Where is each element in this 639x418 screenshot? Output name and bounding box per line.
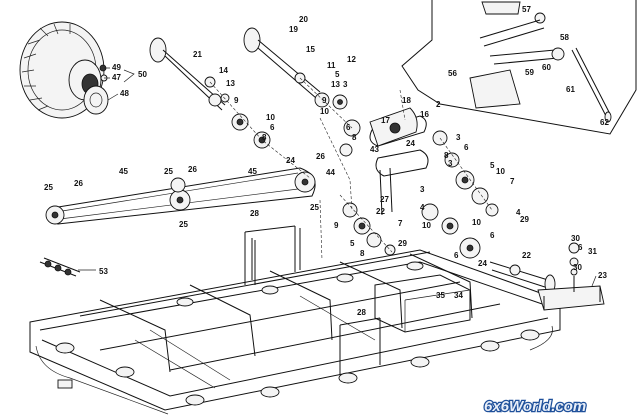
- label-19: 19: [289, 25, 298, 34]
- label-21: 21: [193, 50, 202, 59]
- label-9c: 9: [334, 221, 339, 230]
- label-61: 61: [566, 85, 575, 94]
- label-24a: 24: [286, 156, 295, 165]
- label-23: 23: [598, 271, 607, 280]
- label-24c: 24: [478, 259, 487, 268]
- label-20: 20: [299, 15, 308, 24]
- label-57: 57: [522, 5, 531, 14]
- label-62: 62: [600, 118, 609, 127]
- label-17: 17: [381, 116, 390, 125]
- label-26b: 26: [74, 179, 83, 188]
- label-10e: 10: [422, 221, 431, 230]
- label-10a: 10: [266, 113, 275, 122]
- label-14: 14: [219, 66, 228, 75]
- label-28a: 28: [250, 209, 259, 218]
- drive-belt-track: [45, 115, 429, 225]
- label-53: 53: [99, 267, 108, 276]
- label-11: 11: [327, 61, 336, 70]
- label-5b: 5: [490, 161, 495, 170]
- label-48: 48: [120, 89, 129, 98]
- label-3c: 3: [448, 159, 453, 168]
- label-3d: 3: [420, 185, 425, 194]
- label-34: 34: [454, 291, 463, 300]
- label-50: 50: [138, 70, 147, 79]
- label-29b: 29: [398, 239, 407, 248]
- label-6b: 6: [346, 123, 351, 132]
- label-10c: 10: [496, 167, 505, 176]
- chassis-frame: [29, 225, 561, 415]
- label-7a: 7: [510, 177, 515, 186]
- label-6f: 6: [578, 243, 583, 252]
- label-16: 16: [420, 110, 429, 119]
- label-8c: 8: [444, 151, 449, 160]
- label-28b: 28: [357, 308, 366, 317]
- label-27: 27: [380, 195, 389, 204]
- part-labels: 20 19 15 11 12 5 3 13 21 14 13 49 47 50 …: [44, 15, 607, 317]
- label-49: 49: [112, 63, 121, 72]
- label-6e: 6: [454, 251, 459, 260]
- label-10d: 10: [472, 218, 481, 227]
- inset-detail-box: [401, 0, 637, 135]
- label-18: 18: [402, 96, 411, 105]
- label-26c: 26: [188, 165, 197, 174]
- label-44: 44: [326, 168, 335, 177]
- label-9a: 9: [234, 96, 239, 105]
- brake-bracket: [537, 242, 605, 311]
- label-45b: 45: [248, 167, 257, 176]
- label-8b: 8: [352, 133, 357, 142]
- tire-with-hub: [19, 21, 109, 119]
- label-7b: 7: [398, 219, 403, 228]
- inset-labels: 57 58 56 59 60 61 62: [448, 5, 609, 127]
- label-47: 47: [112, 73, 121, 82]
- label-2: 2: [436, 100, 441, 109]
- label-3a: 3: [343, 80, 348, 89]
- label-58: 58: [560, 33, 569, 42]
- chain-link-part: [39, 257, 81, 277]
- label-22a: 22: [376, 207, 385, 216]
- label-6a: 6: [270, 123, 275, 132]
- label-4a: 4: [516, 208, 521, 217]
- label-6c: 6: [464, 143, 469, 152]
- label-25b: 25: [164, 167, 173, 176]
- axle-shafts: [149, 27, 556, 294]
- label-25d: 25: [310, 203, 319, 212]
- label-6d: 6: [490, 231, 495, 240]
- label-30a: 30: [571, 234, 580, 243]
- label-8a: 8: [262, 133, 267, 142]
- label-13a: 13: [331, 80, 340, 89]
- label-30b: 30: [573, 263, 582, 272]
- label-15: 15: [306, 45, 315, 54]
- label-59: 59: [525, 68, 534, 77]
- label-8d: 8: [360, 249, 365, 258]
- label-3b: 3: [456, 133, 461, 142]
- watermark: 6x6World.com: [484, 398, 586, 415]
- label-5a: 5: [335, 70, 340, 79]
- label-43: 43: [370, 145, 379, 154]
- label-12: 12: [347, 55, 356, 64]
- label-56: 56: [448, 69, 457, 78]
- label-5c: 5: [350, 239, 355, 248]
- label-25c: 25: [179, 220, 188, 229]
- label-31: 31: [588, 247, 597, 256]
- label-29a: 29: [520, 215, 529, 224]
- label-60: 60: [542, 63, 551, 72]
- label-35: 35: [436, 291, 445, 300]
- label-9b: 9: [322, 96, 327, 105]
- leader-lines: [78, 67, 597, 287]
- label-45a: 45: [119, 167, 128, 176]
- label-10b: 10: [320, 107, 329, 116]
- label-26a: 26: [316, 152, 325, 161]
- label-13b: 13: [226, 79, 235, 88]
- label-24b: 24: [406, 139, 415, 148]
- label-4b: 4: [420, 203, 425, 212]
- label-25a: 25: [44, 183, 53, 192]
- label-22b: 22: [522, 251, 531, 260]
